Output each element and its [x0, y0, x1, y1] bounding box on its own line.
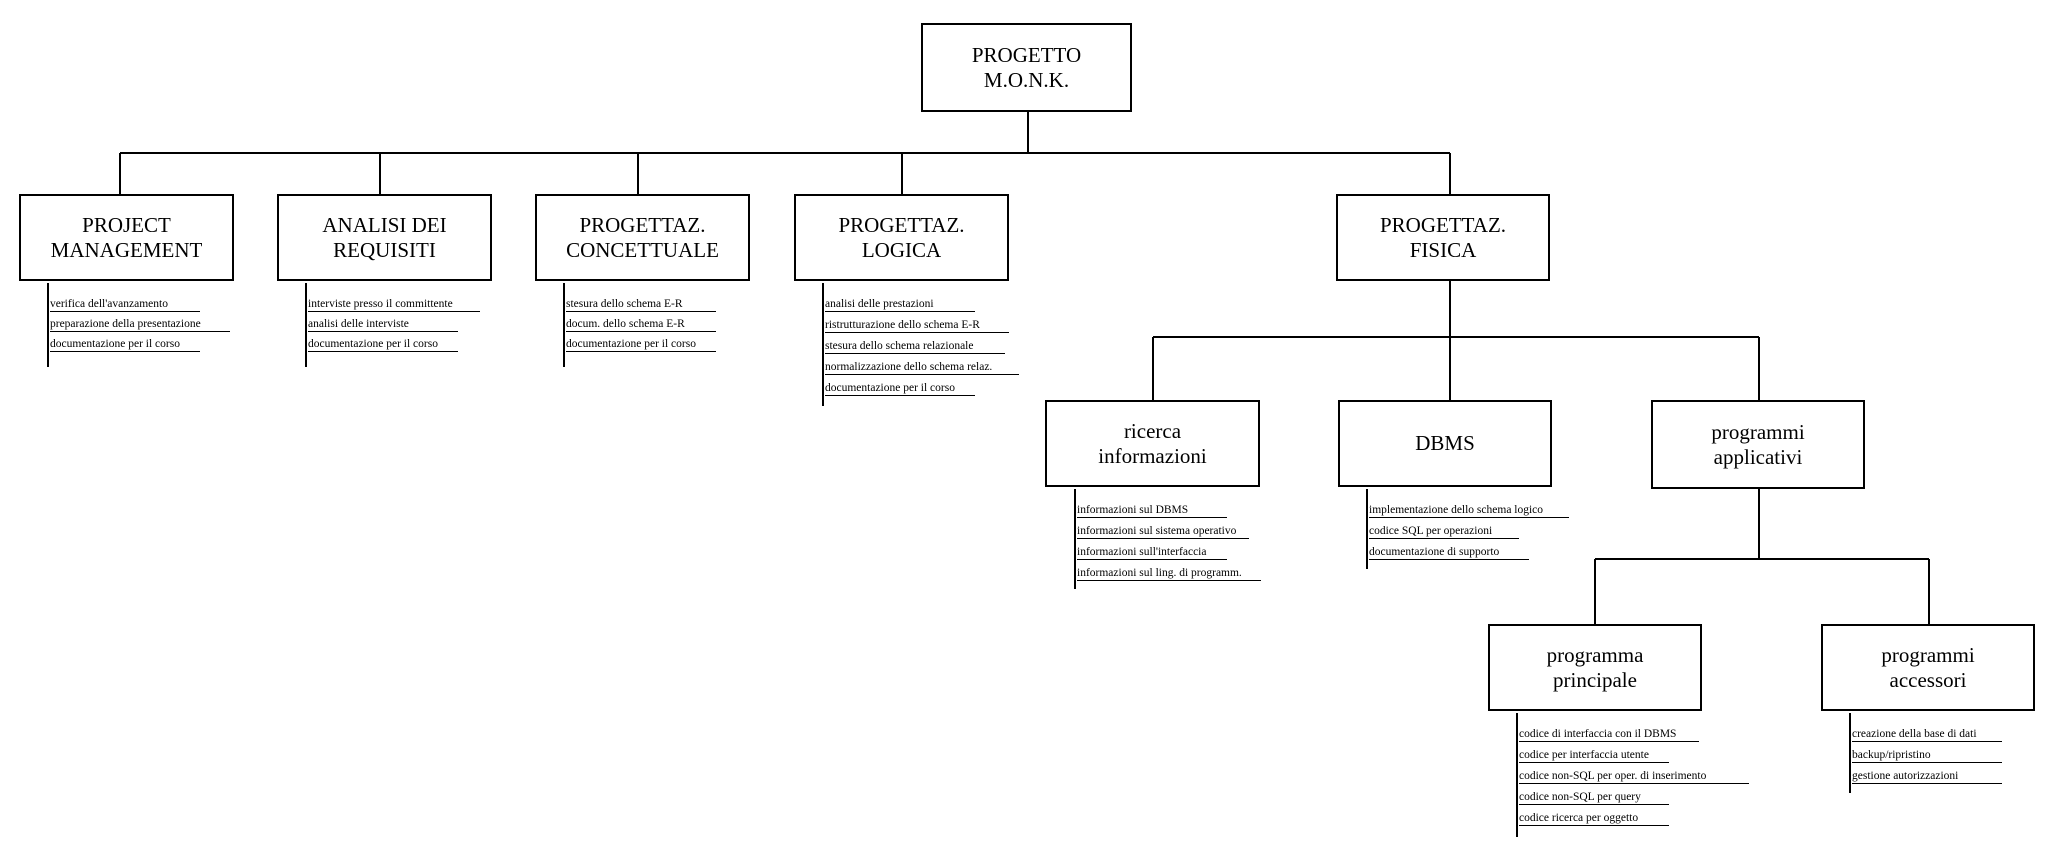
- task-item: documentazione per il corso: [50, 337, 200, 352]
- node-dbms: DBMS: [1338, 400, 1552, 487]
- task-item: backup/ripristino: [1852, 748, 2002, 763]
- node-label-line1: PROGETTAZ.: [838, 212, 965, 237]
- task-stem: [822, 283, 824, 406]
- node-label-line2: M.O.N.K.: [983, 67, 1070, 92]
- node-label-line2: applicativi: [1713, 444, 1803, 469]
- task-item: interviste presso il committente: [308, 297, 480, 312]
- task-stem: [1516, 713, 1518, 837]
- task-item: codice SQL per operazioni: [1369, 524, 1519, 539]
- node-progettaz-logica: PROGETTAZ.LOGICA: [794, 194, 1009, 281]
- node-label-line1: PROGETTO: [971, 42, 1082, 67]
- task-stem: [305, 283, 307, 367]
- task-item: codice ricerca per oggetto: [1519, 811, 1669, 826]
- task-stem: [563, 283, 565, 367]
- node-progettaz-concettuale: PROGETTAZ.CONCETTUALE: [535, 194, 750, 281]
- task-item: informazioni sull'interfaccia: [1077, 545, 1227, 560]
- task-item: codice non-SQL per query: [1519, 790, 1669, 805]
- task-item: docum. dello schema E-R: [566, 317, 716, 332]
- task-item: informazioni sul DBMS: [1077, 503, 1227, 518]
- task-item: codice non-SQL per oper. di inserimento: [1519, 769, 1749, 784]
- node-label-line2: LOGICA: [861, 237, 942, 262]
- task-item: verifica dell'avanzamento: [50, 297, 200, 312]
- task-item: documentazione per il corso: [308, 337, 458, 352]
- node-label-line1: ANALISI DEI: [322, 212, 447, 237]
- node-label-line2: informazioni: [1098, 443, 1207, 468]
- task-item: documentazione per il corso: [566, 337, 716, 352]
- task-item: stesura dello schema E-R: [566, 297, 716, 312]
- node-label-line1: PROJECT: [82, 212, 171, 237]
- task-stem: [1849, 713, 1851, 793]
- task-stem: [1074, 489, 1076, 589]
- node-label-line2: CONCETTUALE: [566, 237, 719, 262]
- task-stem: [1366, 489, 1368, 569]
- task-item: ristrutturazione dello schema E-R: [825, 318, 1009, 333]
- task-item: analisi delle interviste: [308, 317, 458, 332]
- task-item: normalizzazione dello schema relaz.: [825, 360, 1019, 375]
- task-item: informazioni sul ling. di programm.: [1077, 566, 1261, 581]
- task-item: informazioni sul sistema operativo: [1077, 524, 1249, 539]
- node-progettaz-fisica: PROGETTAZ.FISICA: [1336, 194, 1550, 281]
- node-label-line2: MANAGEMENT: [50, 237, 203, 262]
- node-label-line2: FISICA: [1409, 237, 1477, 262]
- task-item: documentazione per il corso: [825, 381, 975, 396]
- task-item: analisi delle prestazioni: [825, 297, 975, 312]
- node-label-line1: programma: [1546, 642, 1644, 667]
- node-label-line2: principale: [1553, 667, 1637, 692]
- task-item: gestione autorizzazioni: [1852, 769, 2002, 784]
- node-label-line2: accessori: [1889, 667, 1967, 692]
- task-item: implementazione dello schema logico: [1369, 503, 1569, 518]
- task-item: codice di interfaccia con il DBMS: [1519, 727, 1699, 742]
- node-label-line1: DBMS: [1415, 431, 1475, 455]
- task-item: stesura dello schema relazionale: [825, 339, 1005, 354]
- task-item: preparazione della presentazione: [50, 317, 230, 332]
- task-stem: [47, 283, 49, 367]
- node-label-line1: ricerca: [1123, 418, 1182, 443]
- task-item: codice per interfaccia utente: [1519, 748, 1669, 763]
- node-label-line2: REQUISITI: [333, 237, 436, 262]
- node-label-line1: PROGETTAZ.: [579, 212, 706, 237]
- node-label-line1: programmi: [1881, 642, 1975, 667]
- task-item: documentazione di supporto: [1369, 545, 1529, 560]
- task-item: creazione della base di dati: [1852, 727, 2002, 742]
- node-label-line1: programmi: [1711, 419, 1805, 444]
- node-label-line1: PROGETTAZ.: [1379, 212, 1507, 237]
